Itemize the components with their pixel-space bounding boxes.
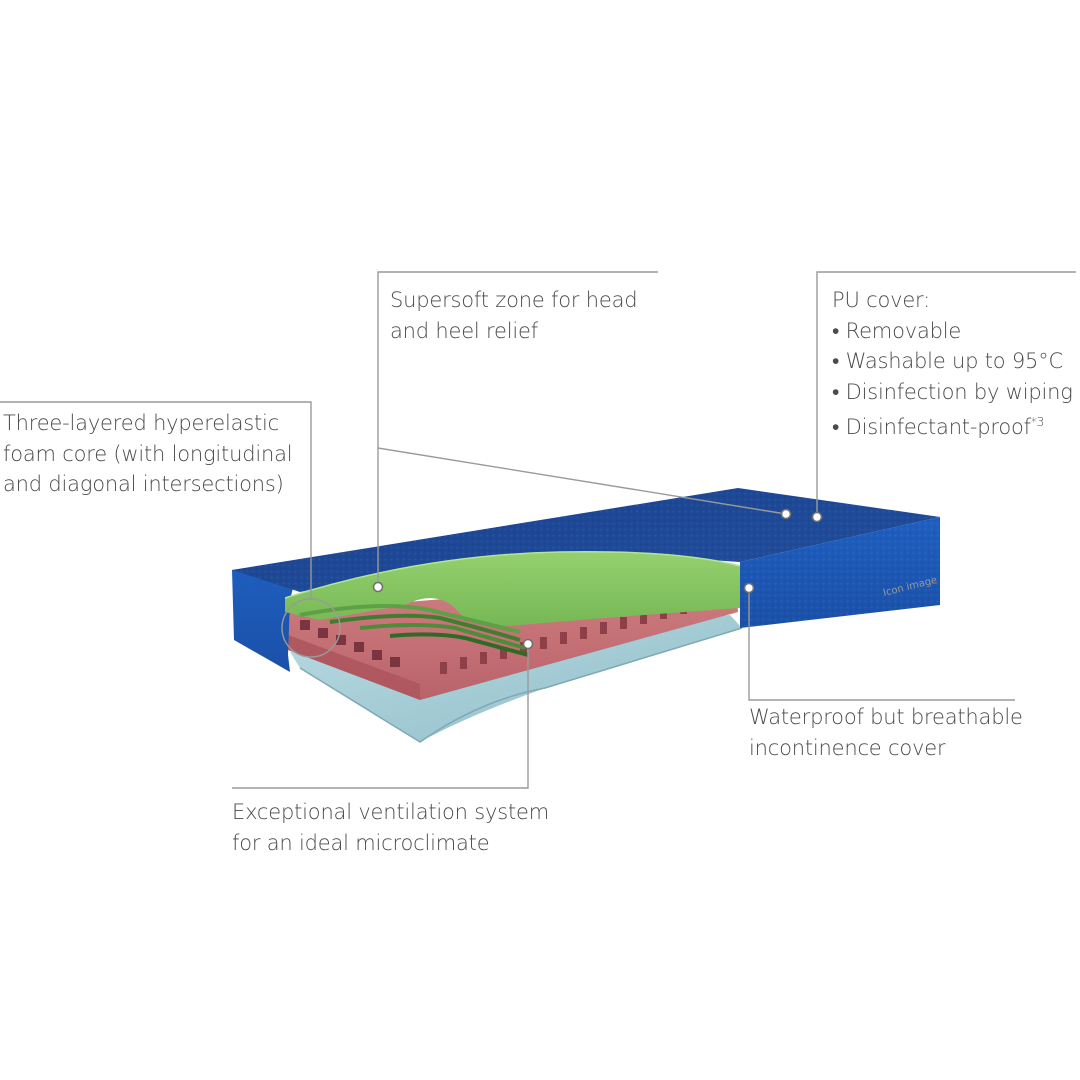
waterproof-dot: [743, 582, 755, 594]
waterproof-line: incontinence cover: [749, 735, 946, 760]
pu-cover-item: Disinfectant-proof: [832, 415, 1031, 439]
middle-foam-front: [288, 635, 420, 700]
foam-core-label: Three-layered hyperelastic foam core (wi…: [3, 408, 293, 500]
callout-dots: [372, 508, 823, 650]
supersoft-edge: [284, 551, 741, 599]
cover-top-texture: [232, 488, 940, 592]
supersoft-green-dot: [372, 581, 384, 593]
waterproof-line: Waterproof but breathable: [749, 705, 1023, 729]
ventilation-line: for an ideal microclimate: [232, 830, 490, 855]
core-line: and diagonal intersections): [3, 472, 284, 496]
front-notches: [300, 620, 400, 667]
pu-cover-item: Disinfection by wiping: [832, 377, 1073, 408]
pu-cover-dot: [811, 511, 823, 523]
cover-right-end-texture: [740, 517, 940, 628]
pu-cover-title: PU cover:: [832, 288, 930, 312]
peeling-foam-sheets: [299, 604, 529, 657]
supersoft-line: Supersoft zone for head: [390, 288, 638, 312]
ventilation-dot: [522, 638, 534, 650]
pu-cover-label: PU cover: Removable Washable up to 95°C …: [832, 285, 1073, 443]
cover-left-block: [232, 560, 300, 672]
supersoft-zone-label: Supersoft zone for head and heel relief: [390, 285, 638, 346]
callout-lines: [0, 271, 1076, 789]
core-line: Three-layered hyperelastic: [3, 411, 280, 435]
ventilation-label: Exceptional ventilation system for an id…: [232, 797, 549, 858]
footnote-marker: *3: [1030, 415, 1045, 429]
supersoft-line: and heel relief: [390, 318, 538, 343]
ventilation-line: Exceptional ventilation system: [232, 800, 549, 824]
pu-cover-item: Removable: [832, 316, 1073, 347]
core-line: foam core (with longitudinal: [3, 441, 293, 466]
supersoft-foam-layer: [285, 551, 740, 626]
base-cover-edge: [299, 627, 743, 743]
waterproof-cover-label: Waterproof but breathable incontinence c…: [749, 702, 1023, 763]
pu-cover-item: Washable up to 95°C: [832, 346, 1073, 377]
supersoft-dot: [780, 508, 792, 520]
